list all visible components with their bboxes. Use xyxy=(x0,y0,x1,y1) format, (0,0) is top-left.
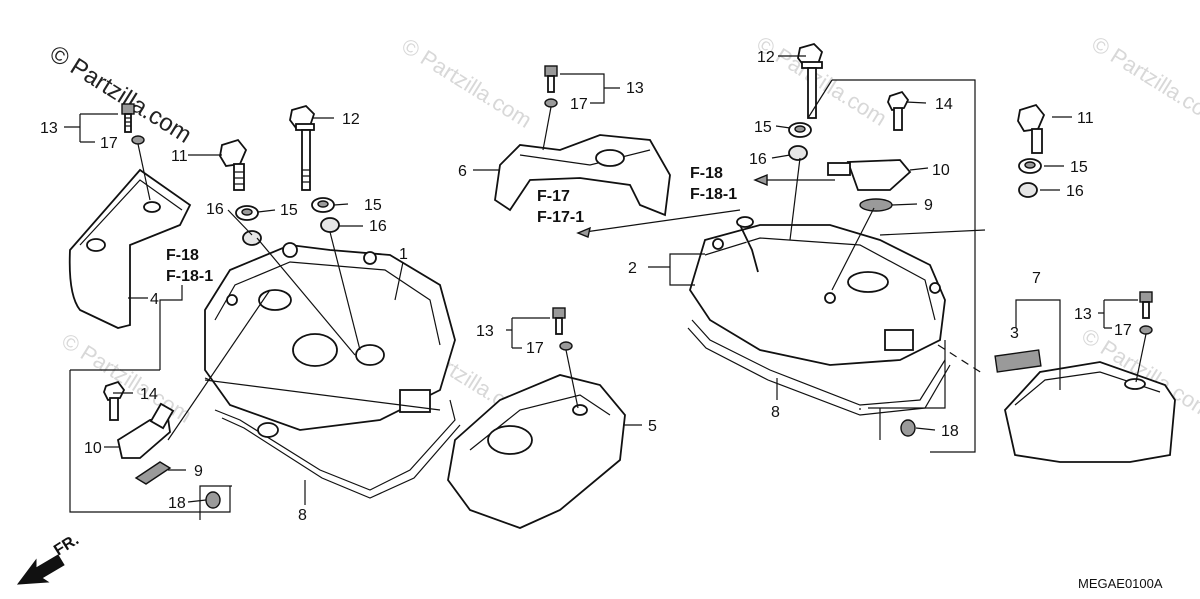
washer-16-right-a xyxy=(788,145,808,161)
part-1-cylinder-head-cover xyxy=(204,242,456,431)
callout-15-right-a: 15 xyxy=(754,119,772,136)
part-6-cover xyxy=(494,134,671,217)
washer-15-right-a xyxy=(788,122,812,138)
callout-15-right-b: 15 xyxy=(1070,159,1088,176)
part-9-gasket-left xyxy=(134,461,172,485)
callout-11-left: 11 xyxy=(171,148,188,165)
callout-17-center-top: 17 xyxy=(570,96,588,113)
washer-15-left-b xyxy=(311,197,335,213)
callout-1: 1 xyxy=(399,246,408,263)
part-4-cover xyxy=(68,168,192,329)
ref-f18-1-right: F-18-1 xyxy=(690,186,737,203)
washer-16-right-b xyxy=(1018,182,1038,198)
watermark-1: © Partzilla.com xyxy=(397,33,536,133)
left-subassembly-bracket xyxy=(69,370,231,513)
bolt-14-right xyxy=(887,90,910,131)
callout-16-left-a: 16 xyxy=(206,201,224,218)
bolt-13-center xyxy=(552,307,566,335)
part-18-cap-left xyxy=(205,491,221,509)
callout-8-left: 8 xyxy=(298,507,307,524)
bolt-11-right xyxy=(1017,103,1046,154)
watermark-3: © Partzilla.com xyxy=(1087,31,1200,131)
washer-16-left-b xyxy=(320,217,340,233)
callout-7: 7 xyxy=(1032,270,1041,287)
callout-2: 2 xyxy=(628,260,637,277)
callout-17-left: 17 xyxy=(100,135,118,152)
bolt-12-left xyxy=(289,104,316,191)
part-7-cover xyxy=(1004,361,1176,463)
part-2-cylinder-head-cover xyxy=(689,216,946,366)
callout-9-right: 9 xyxy=(924,197,933,214)
bolt-12-right xyxy=(797,42,824,119)
part-8-gasket-left xyxy=(214,399,461,499)
callout-18-left: 18 xyxy=(168,495,186,512)
callout-15-left-b: 15 xyxy=(364,197,382,214)
bolt-14-left xyxy=(103,380,126,421)
callout-5: 5 xyxy=(648,418,657,435)
part-3-seal xyxy=(994,349,1042,373)
washer-17-center-top xyxy=(544,98,558,108)
callout-13-center-top: 13 xyxy=(626,80,644,97)
callout-16-right-b: 16 xyxy=(1066,183,1084,200)
callout-14-right: 14 xyxy=(935,96,953,113)
bolt-13-center-top xyxy=(544,65,558,93)
part-10-breather-joint-right xyxy=(827,159,912,191)
callout-12-right: 12 xyxy=(757,49,775,66)
callout-10-left: 10 xyxy=(84,440,102,457)
part-5-cover xyxy=(447,374,626,529)
ref-f17: F-17 xyxy=(537,188,570,205)
callout-3: 3 xyxy=(1010,325,1019,342)
callout-18-right: 18 xyxy=(941,423,959,440)
callout-16-left-b: 16 xyxy=(369,218,387,235)
diagram-code: MEGAE0100A xyxy=(1078,576,1163,591)
callout-6: 6 xyxy=(458,163,467,180)
right-subassembly-bracket xyxy=(832,79,976,453)
washer-15-left-a xyxy=(235,205,259,221)
callout-13-right: 13 xyxy=(1074,306,1092,323)
watermark-lead: © Partzilla.com xyxy=(45,40,196,149)
callout-13-left: 13 xyxy=(40,120,58,137)
callout-13-center: 13 xyxy=(476,323,494,340)
callout-14-left: 14 xyxy=(140,386,158,403)
washer-16-left-a xyxy=(242,230,262,246)
callout-10-right: 10 xyxy=(932,162,950,179)
ref-f18-left: F-18 xyxy=(166,247,199,264)
callout-9-left: 9 xyxy=(194,463,203,480)
washer-17-center xyxy=(559,341,573,351)
watermark-4: © Partzilla.com xyxy=(57,328,196,428)
callout-15-left-a: 15 xyxy=(280,202,298,219)
front-direction-arrow-icon xyxy=(16,554,65,585)
washer-17-left xyxy=(131,135,145,145)
ref-f17-1: F-17-1 xyxy=(537,209,584,226)
bolt-13-left xyxy=(121,103,135,133)
part-18-cap-right xyxy=(900,419,916,437)
ref-f18-1-left: F-18-1 xyxy=(166,268,213,285)
watermark-2: © Partzilla.com xyxy=(752,31,891,131)
ref-f18-right: F-18 xyxy=(690,165,723,182)
callout-17-center: 17 xyxy=(526,340,544,357)
callout-17-right: 17 xyxy=(1114,322,1132,339)
washer-15-right-b xyxy=(1018,158,1042,174)
callout-8-right: 8 xyxy=(771,404,780,421)
callout-16-right-a: 16 xyxy=(749,151,767,168)
bolt-11-left xyxy=(219,138,248,191)
part-10-breather-joint-left xyxy=(116,402,175,459)
washer-17-right xyxy=(1139,325,1153,335)
callout-4: 4 xyxy=(150,291,159,308)
part-8-gasket-right xyxy=(687,319,951,416)
bolt-13-right xyxy=(1139,291,1153,319)
front-label: FR. xyxy=(51,531,82,559)
part-9-gasket-right xyxy=(859,198,893,212)
callout-12-left: 12 xyxy=(342,111,360,128)
callout-11-right: 11 xyxy=(1077,110,1094,127)
